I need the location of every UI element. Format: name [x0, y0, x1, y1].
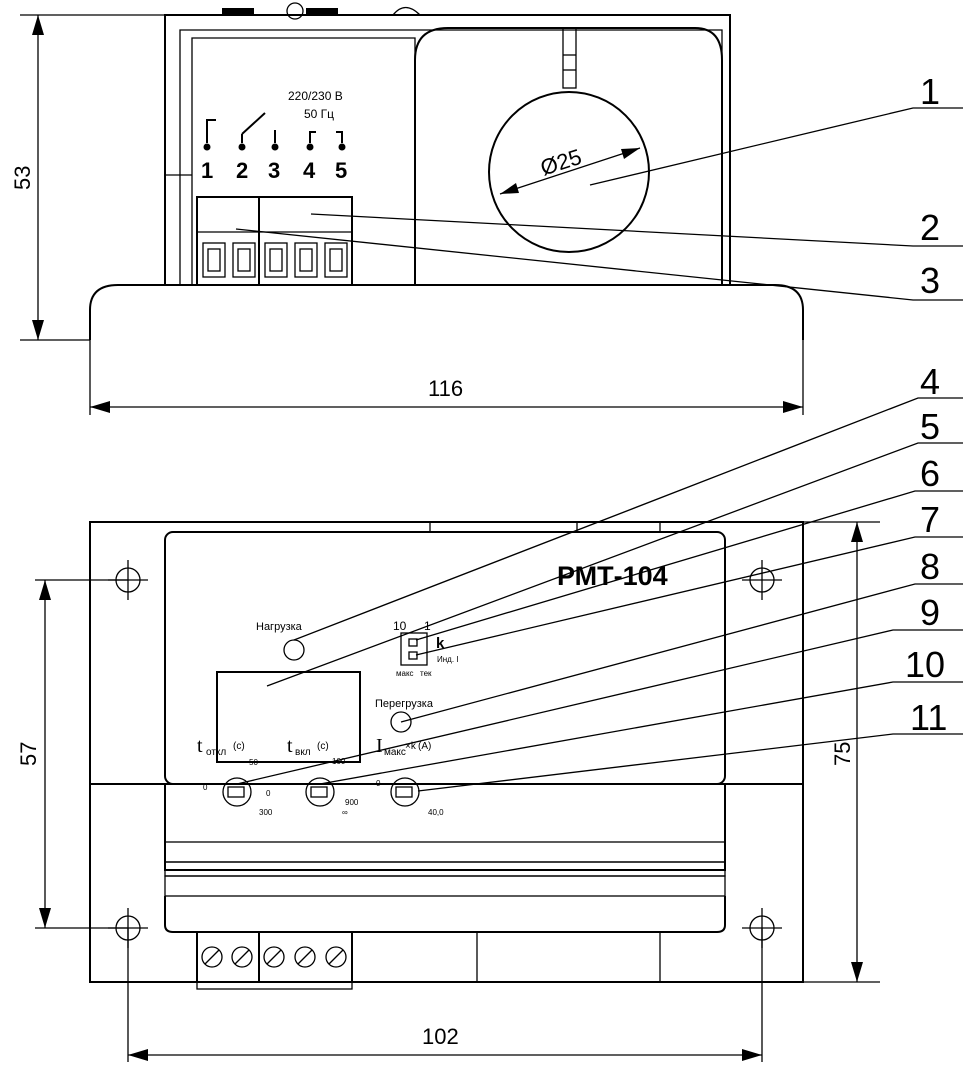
terminal-label-5: 5 — [335, 158, 347, 183]
svg-text:300: 300 — [259, 808, 273, 817]
dim-75: 75 — [830, 742, 855, 766]
switch-k-label: k — [436, 635, 445, 652]
svg-text:100: 100 — [332, 757, 346, 766]
switch-left-label: 10 — [393, 619, 407, 633]
knob-imax[interactable]: I макс ×k (A) 0 40,0 — [376, 735, 444, 817]
callout-3: 3 — [920, 260, 940, 301]
relay-contact-symbols — [203, 112, 346, 151]
callout-numbers: 1 2 3 4 5 6 7 8 9 10 11 — [905, 71, 947, 738]
svg-text:I: I — [376, 735, 383, 757]
callout-5: 5 — [920, 406, 940, 447]
switch-ind-button — [408, 651, 418, 660]
callout-11: 11 — [910, 697, 947, 738]
callout-4: 4 — [920, 361, 940, 402]
supply-frequency: 50 Гц — [304, 107, 334, 121]
svg-text:t: t — [287, 735, 293, 757]
callout-10: 10 — [905, 644, 945, 685]
diameter-label: Ø25 — [537, 144, 584, 181]
terminal-block-front — [196, 931, 353, 990]
callout-6: 6 — [920, 453, 940, 494]
rail-3 — [164, 875, 726, 897]
callout-9: 9 — [920, 592, 940, 633]
svg-text:×k: ×k — [405, 741, 417, 752]
top-bump-2 — [286, 2, 304, 20]
svg-text:0: 0 — [376, 779, 381, 788]
callout-1: 1 — [920, 71, 940, 112]
terminal-block-top — [196, 196, 353, 286]
switch-cur-label: тек — [420, 669, 432, 678]
switch-k-button — [408, 638, 418, 647]
rail-1 — [164, 841, 726, 863]
switch-max-label: макс — [396, 669, 414, 678]
switch-ind-label: Инд. I — [437, 655, 459, 664]
switch-housing — [400, 632, 428, 666]
knob-toff[interactable]: t откл (c) 0 50 0 300 — [197, 735, 273, 817]
knob-ton[interactable]: t вкл (c) 100 900 ∞ — [287, 735, 359, 817]
overload-led — [390, 711, 412, 733]
ct-slot — [562, 27, 577, 89]
diameter-line — [499, 147, 641, 195]
terminal-label-1: 1 — [201, 158, 213, 183]
model-name: РМТ-104 — [557, 561, 668, 591]
ct-hole — [488, 91, 650, 253]
svg-text:(c): (c) — [233, 741, 245, 752]
load-led — [283, 639, 305, 661]
top-bump-4 — [392, 6, 421, 16]
top-body-inner — [179, 29, 723, 285]
top-view: Ø25 220/230 В 50 Гц 1 2 3 4 5 — [10, 2, 804, 415]
top-base-outline — [89, 284, 804, 340]
terminal-label-3: 3 — [268, 158, 280, 183]
leader-lines — [235, 107, 963, 792]
svg-text:40,0: 40,0 — [428, 808, 444, 817]
callout-8: 8 — [920, 546, 940, 587]
supply-voltage: 220/230 В — [288, 89, 343, 103]
svg-text:0: 0 — [203, 783, 208, 792]
top-bump-1 — [222, 8, 254, 15]
dim-116: 116 — [428, 376, 463, 401]
top-bump-3 — [306, 8, 338, 15]
svg-text:(A): (A) — [418, 741, 431, 752]
dim-53: 53 — [10, 166, 35, 190]
terminal-label-2: 2 — [236, 158, 248, 183]
svg-text:(c): (c) — [317, 741, 329, 752]
svg-text:50: 50 — [249, 758, 258, 767]
display-window — [216, 671, 361, 763]
callout-2: 2 — [920, 207, 940, 248]
load-label: Нагрузка — [256, 621, 303, 633]
top-body-outer — [164, 14, 731, 285]
front-body — [164, 531, 726, 785]
svg-text:∞: ∞ — [342, 808, 348, 817]
callout-7: 7 — [920, 499, 940, 540]
front-view: РМТ-104 Нагрузка 10 1 k Инд. I макс тек … — [16, 521, 880, 1062]
svg-text:вкл: вкл — [295, 747, 311, 758]
svg-text:макс: макс — [384, 747, 406, 758]
svg-text:900: 900 — [345, 798, 359, 807]
svg-text:t: t — [197, 735, 203, 757]
overload-label: Перегрузка — [375, 698, 434, 710]
svg-text:откл: откл — [206, 747, 226, 758]
dim-57: 57 — [16, 742, 41, 766]
svg-text:0: 0 — [266, 789, 271, 798]
terminal-label-4: 4 — [303, 158, 316, 183]
dim-102: 102 — [422, 1024, 459, 1049]
